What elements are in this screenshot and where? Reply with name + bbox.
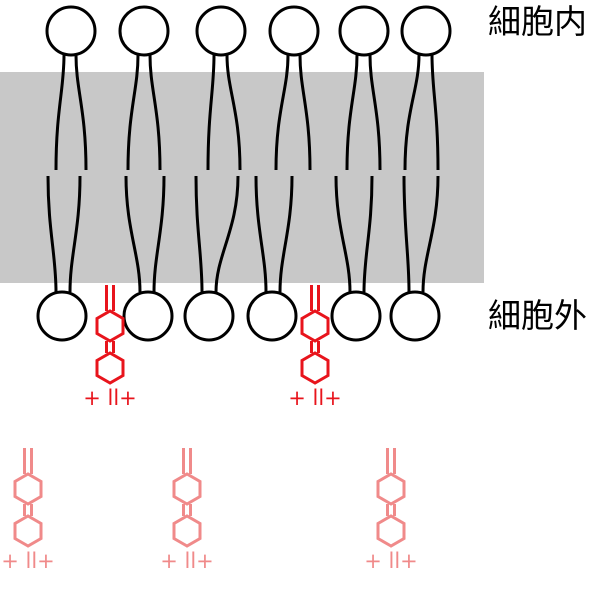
- lipid-tail: [46, 175, 58, 293]
- lipid-tail: [421, 175, 440, 293]
- lipid-head: [195, 5, 247, 57]
- charge-marks: + ll+: [83, 386, 137, 410]
- lipid-head: [183, 290, 235, 342]
- lipid-tail: [54, 54, 66, 171]
- benzene-ring: [13, 514, 43, 548]
- lipid-head: [268, 5, 320, 57]
- lipid-tail: [334, 175, 352, 293]
- benzene-ring: [376, 514, 406, 548]
- lipid-bottom-4: [246, 175, 298, 342]
- charge-marks: + ll+: [288, 386, 342, 410]
- lipid-tail: [402, 175, 411, 293]
- benzene-ring: [172, 514, 202, 548]
- lipid-tail: [148, 54, 162, 171]
- lipid-head: [338, 5, 390, 57]
- benzene-ring: [376, 472, 406, 506]
- lipid-tail: [124, 175, 142, 293]
- free-molecule-2: + ll+: [160, 448, 214, 573]
- embedded-molecule-2: + ll+: [288, 285, 342, 410]
- charge-marks: + ll+: [1, 549, 55, 573]
- lipid-head: [246, 290, 298, 342]
- label-inside: 細胞内: [488, 2, 587, 41]
- lipid-top-4: [268, 5, 320, 171]
- free-molecule-3: + ll+: [364, 448, 418, 573]
- free-molecule-1: + ll+: [1, 448, 55, 573]
- lipid-tail: [274, 54, 290, 171]
- lipid-tail: [68, 175, 82, 293]
- lipid-top-6: [400, 5, 452, 171]
- lipid-head: [122, 290, 174, 342]
- lipid-head: [36, 290, 88, 342]
- charge-marks: + ll+: [364, 549, 418, 573]
- lipid-tail: [254, 175, 268, 293]
- dye-molecules: + ll+ + ll+ + ll+ + ll+ + ll+: [1, 285, 418, 573]
- benzene-ring: [95, 309, 125, 343]
- lipid-bottom-1: [36, 175, 88, 342]
- benzene-ring: [95, 351, 125, 385]
- charge-marks: + ll+: [160, 549, 214, 573]
- benzene-ring: [13, 472, 43, 506]
- lipid-head: [45, 5, 97, 57]
- lipid-tail: [430, 54, 440, 171]
- embedded-molecule-1: + ll+: [83, 285, 137, 410]
- lipid-head: [118, 5, 170, 57]
- lipid-tail: [298, 54, 312, 171]
- lipid-bottom-2: [122, 175, 174, 342]
- lipid-tail: [225, 54, 242, 171]
- lipid-bottom-5: [330, 175, 382, 342]
- benzene-ring: [172, 472, 202, 506]
- lipid-tail: [74, 54, 88, 171]
- lipid-tail: [206, 54, 216, 171]
- lipid-tail: [278, 175, 294, 293]
- lipid-top-3: [195, 5, 247, 171]
- lipid-bilayer: [36, 5, 452, 342]
- lipid-top-2: [118, 5, 170, 171]
- lipid-head: [389, 290, 441, 342]
- lipid-tail: [345, 54, 359, 171]
- lipid-tail: [214, 175, 240, 293]
- lipid-tail: [126, 54, 140, 171]
- lipid-tail: [403, 54, 421, 171]
- lipid-bottom-6: [389, 175, 441, 342]
- lipid-head: [330, 290, 382, 342]
- lipid-tail: [362, 175, 374, 293]
- lipid-bottom-3: [183, 175, 240, 342]
- lipid-top-1: [45, 5, 97, 171]
- lipid-tail: [194, 175, 204, 293]
- label-outside: 細胞外: [488, 296, 587, 335]
- benzene-ring: [300, 351, 330, 385]
- lipid-head: [400, 5, 452, 57]
- benzene-ring: [300, 309, 330, 343]
- lipid-tail: [368, 54, 382, 171]
- lipid-top-5: [338, 5, 390, 171]
- lipid-tail: [152, 175, 166, 293]
